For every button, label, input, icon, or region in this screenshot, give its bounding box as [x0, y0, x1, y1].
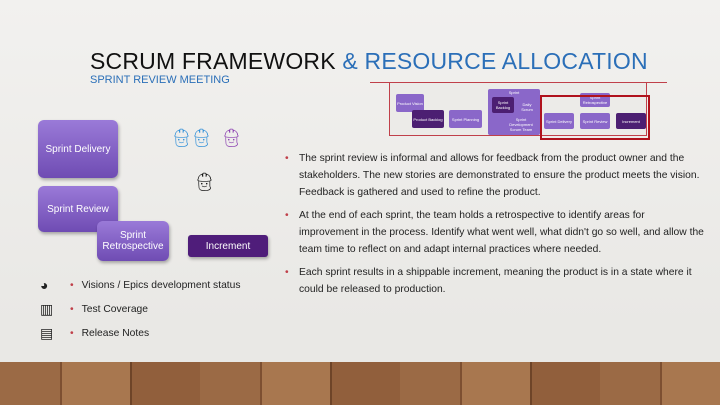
- diagram-product-vision: Product Vision: [396, 94, 424, 112]
- page-title: SCRUM FRAMEWORK & RESOURCE ALLOCATION: [90, 48, 648, 75]
- worker-icon: 👷︎: [193, 172, 216, 192]
- list-item-label: Test Coverage: [81, 303, 149, 315]
- bullet-item: Each sprint results in a shippable incre…: [285, 264, 705, 298]
- highlight-box: [540, 95, 650, 140]
- divider: [370, 82, 390, 83]
- sprint-retrospective-box: Sprint Retrospective: [97, 221, 169, 261]
- title-part1: SCRUM FRAMEWORK: [90, 48, 336, 74]
- bullet-item: At the end of each sprint, the team hold…: [285, 207, 705, 258]
- wood-floor: [0, 362, 720, 405]
- diagram-sprint-backlog: Sprint Backlog: [492, 97, 514, 113]
- title-part2: & RESOURCE ALLOCATION: [342, 48, 648, 74]
- list-item-label: Visions / Epics development status: [81, 279, 241, 291]
- list-item: ▥•Test Coverage: [40, 300, 149, 317]
- diagram-sprint-planning: Sprint Planning: [449, 110, 482, 128]
- divider: [647, 82, 667, 83]
- bullet-list: The sprint review is informal and allows…: [285, 150, 705, 304]
- bar-chart-icon: ▥: [40, 300, 54, 317]
- scrum-diagram: Product Vision Product Backlog Sprint Pl…: [389, 82, 647, 136]
- pie-chart-icon: ◕: [40, 277, 49, 293]
- sprint-delivery-box: Sprint Delivery: [38, 120, 118, 178]
- list-item: ◕•Visions / Epics development status: [40, 277, 241, 293]
- artifact-list: ◕•Visions / Epics development status ▥•T…: [40, 273, 241, 345]
- list-item: ▤•Release Notes: [40, 324, 150, 341]
- diagram-daily-scrum: Daily Scrum: [517, 97, 537, 117]
- diagram-sprint-development: Sprint Development Scrum Team: [505, 115, 537, 133]
- diagram-sprint-review: Sprint Review: [580, 113, 610, 129]
- worker-icon: 👷︎: [170, 128, 193, 148]
- increment-box: Increment: [188, 235, 268, 257]
- diagram-increment: Increment: [616, 113, 646, 129]
- bullet-item: The sprint review is informal and allows…: [285, 150, 705, 201]
- page-subtitle: SPRINT REVIEW MEETING: [90, 74, 230, 86]
- worker-icon: 👷︎: [220, 128, 243, 148]
- worker-icon: 👷︎: [190, 128, 213, 148]
- diagram-sprint-delivery: Sprint Delivery: [544, 113, 574, 129]
- document-icon: ▤: [40, 324, 54, 341]
- list-item-label: Release Notes: [81, 327, 150, 339]
- diagram-product-backlog: Product Backlog: [412, 110, 444, 128]
